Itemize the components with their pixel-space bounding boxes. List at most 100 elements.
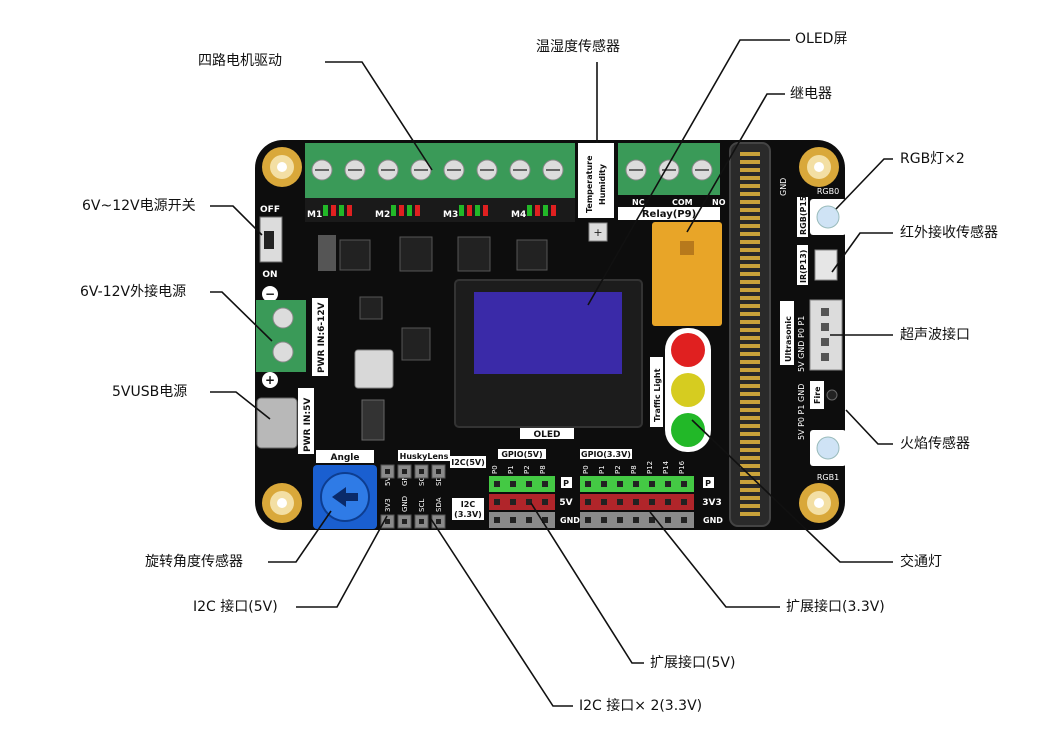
relay-pin-no: NO bbox=[712, 198, 726, 207]
leader-rgb bbox=[835, 158, 893, 210]
oled-screen bbox=[474, 292, 622, 374]
edge-connector bbox=[729, 142, 771, 527]
p-label-5v: P bbox=[563, 479, 569, 488]
i2c-bottom-pin-2: SCL bbox=[418, 499, 426, 512]
i2c-top-pin-2: SCL bbox=[418, 473, 426, 486]
huskylens-label: HuskyLens bbox=[400, 452, 449, 461]
relay-pin-nc: NC bbox=[632, 198, 645, 207]
callout-power-switch: 6V~12V电源开关 bbox=[82, 198, 196, 214]
gnd-row-label-3v3: GND bbox=[703, 516, 723, 525]
i2c-3v3-label: (3.3V) bbox=[454, 510, 482, 519]
motor-driver-chips bbox=[318, 235, 548, 272]
mount-hole-bottom-left bbox=[262, 483, 302, 523]
humidity-label: Humidity bbox=[598, 163, 607, 205]
traffic-light-label: Traffic Light bbox=[653, 368, 662, 422]
leader-usb bbox=[210, 391, 271, 420]
callout-temp-humidity: 温湿度传感器 bbox=[536, 39, 620, 55]
plus-sign: + bbox=[265, 373, 275, 387]
i2c-bottom-pin-3: SDA bbox=[435, 497, 443, 512]
rgb0-label: RGB0 bbox=[817, 187, 839, 196]
gpio3v3-pin-0: P0 bbox=[582, 465, 590, 474]
leader-motor bbox=[325, 61, 433, 171]
gpio3v3-label: GPIO(3.3V) bbox=[581, 450, 631, 459]
gpio5v-pin-0: P0 bbox=[491, 465, 499, 474]
rgb-pin-label: RGB(P15) bbox=[799, 192, 808, 235]
leader-exp-3v3 bbox=[649, 511, 780, 608]
callout-exp-5v: 扩展接口(5V) bbox=[650, 655, 736, 671]
gpio3v3-header bbox=[580, 476, 694, 528]
leader-exp-5v bbox=[530, 502, 644, 664]
gpio3v3-pin-1: P1 bbox=[598, 465, 606, 474]
switch-off-label: OFF bbox=[260, 205, 280, 215]
gpio5v-pin-3: P8 bbox=[539, 465, 547, 474]
red-light bbox=[671, 333, 705, 367]
callout-ultrasonic: 超声波接口 bbox=[900, 327, 970, 343]
green-light bbox=[671, 413, 705, 447]
callout-exp-3v3: 扩展接口(3.3V) bbox=[786, 599, 885, 615]
oled-label: OLED bbox=[533, 430, 560, 440]
leader-oled bbox=[587, 39, 790, 306]
relay-screws bbox=[625, 159, 713, 181]
leader-i2c-5v bbox=[296, 515, 388, 608]
gpio3v3-pin-6: P16 bbox=[678, 460, 686, 474]
i2c-headers bbox=[380, 464, 446, 529]
callout-usb-power: 5VUSB电源 bbox=[112, 384, 188, 400]
callout-motor-driver: 四路电机驱动 bbox=[198, 53, 282, 69]
gpio5v-label: GPIO(5V) bbox=[501, 450, 542, 459]
callout-ir-receiver: 红外接收传感器 bbox=[900, 225, 998, 241]
minus-sign: − bbox=[265, 287, 275, 301]
switch-on-label: ON bbox=[262, 270, 277, 280]
relay-pin-com: COM bbox=[672, 198, 693, 207]
relay-pin-labels: NC COM NO bbox=[632, 198, 726, 207]
ultrasonic-pins: 5V GND P0 P1 bbox=[797, 316, 806, 372]
leader-lines bbox=[210, 39, 893, 707]
mount-hole-top-right bbox=[799, 147, 839, 187]
i2c-top-pin-3: SDA bbox=[435, 471, 443, 486]
callout-i2c-5v: I2C 接口(5V) bbox=[193, 599, 278, 615]
callout-i2c-3v3: I2C 接口× 2(3.3V) bbox=[579, 698, 703, 714]
ultrasonic-label: Ultrasonic bbox=[784, 316, 793, 362]
leader-relay bbox=[686, 93, 785, 233]
fire-sensor bbox=[826, 389, 838, 401]
callout-ext-power: 6V-12V外接电源 bbox=[80, 284, 187, 300]
angle-label: Angle bbox=[330, 453, 359, 463]
leader-i2c-3v3 bbox=[430, 518, 573, 707]
callout-flame: 火焰传感器 bbox=[900, 436, 970, 452]
relay-body bbox=[652, 222, 722, 326]
leader-switch bbox=[210, 205, 263, 236]
yellow-light bbox=[671, 373, 705, 407]
gpio3v3-pin-5: P14 bbox=[662, 460, 670, 474]
relay-label: Relay(P9) bbox=[642, 209, 696, 220]
ultrasonic-holes bbox=[821, 308, 829, 361]
pwr-ext-label: PWR IN:6-12V bbox=[317, 302, 327, 373]
motor-label-1: M1 bbox=[307, 210, 322, 220]
motor-label-4: M4 bbox=[511, 210, 526, 220]
i2c-top-pin-0: 5V bbox=[384, 477, 392, 486]
gpio5v-pin-1: P1 bbox=[507, 465, 515, 474]
leader-flame bbox=[845, 409, 893, 445]
gpio3v3-pin-2: P2 bbox=[614, 465, 622, 474]
gpio5v-pin-labels: P0 P1 P2 P8 bbox=[491, 465, 547, 474]
callout-rgb-lights: RGB灯×2 bbox=[900, 151, 965, 167]
v3-row-label: 3V3 bbox=[702, 498, 722, 508]
gpio5v-pin-2: P2 bbox=[523, 465, 531, 474]
edge-connector-pins bbox=[740, 152, 760, 516]
ir-pin-label: IR(P13) bbox=[799, 250, 808, 283]
usb-port bbox=[256, 397, 298, 449]
temp-humidity-sensor bbox=[578, 143, 614, 218]
callout-relay: 继电器 bbox=[790, 86, 832, 102]
leader-ext-power bbox=[210, 291, 273, 342]
ir-receiver bbox=[814, 249, 838, 281]
i2c5v-label: I2C(5V) bbox=[451, 458, 484, 467]
leader-traffic bbox=[691, 419, 893, 563]
mount-hole-bottom-right bbox=[799, 483, 839, 523]
gpio3v3-pin-3: P8 bbox=[630, 465, 638, 474]
motor-screws bbox=[311, 159, 564, 181]
rgb1-label: RGB1 bbox=[817, 473, 839, 482]
gnd-row-label-5v: GND bbox=[560, 516, 580, 525]
p-label-3v3: P bbox=[705, 479, 711, 488]
